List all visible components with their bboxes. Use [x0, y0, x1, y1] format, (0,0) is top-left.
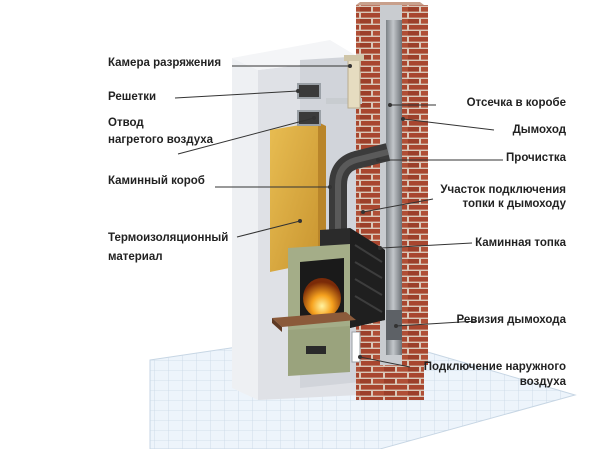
label-hot-air-outlet-line1: Отвод: [108, 117, 144, 129]
leader-lines: [174, 65, 503, 368]
flue-pipe: [386, 20, 402, 355]
label-chimney: Дымоход: [512, 124, 566, 136]
label-insulation-line1: Термоизоляционный: [108, 232, 229, 244]
brick-strip-front: [404, 5, 428, 365]
stovepipe: [329, 143, 391, 240]
label-chimney-inspection: Ревизия дымохода: [456, 314, 566, 326]
leader-dots: [296, 64, 405, 359]
insulation-panel: [270, 122, 326, 272]
label-outside-air-line2: воздуха: [519, 376, 566, 388]
label-outside-air-line1: Подключение наружного: [423, 361, 566, 373]
label-connection-section-line2: топки к дымоходу: [462, 198, 566, 210]
label-connection-section-line1: Участок подключения: [440, 184, 566, 196]
label-grilles: Решетки: [108, 91, 157, 103]
outside-air-duct: [351, 331, 361, 363]
label-relief-chamber: Камера разряжения: [108, 57, 222, 69]
label-insulation-line2: материал: [108, 251, 163, 263]
hearth-shelf: [272, 312, 356, 332]
label-firebox: Каминная топка: [475, 237, 566, 249]
label-box-cutoff: Отсечка в коробе: [466, 97, 566, 109]
label-fireplace-box: Каминный короб: [108, 175, 205, 187]
relief-chamber-pipe: [344, 55, 364, 109]
label-cleanout: Прочистка: [506, 152, 566, 164]
fire-window: [300, 258, 344, 322]
vent-grilles: [297, 83, 362, 126]
label-hot-air-outlet-line2: нагретого воздуха: [108, 134, 214, 146]
